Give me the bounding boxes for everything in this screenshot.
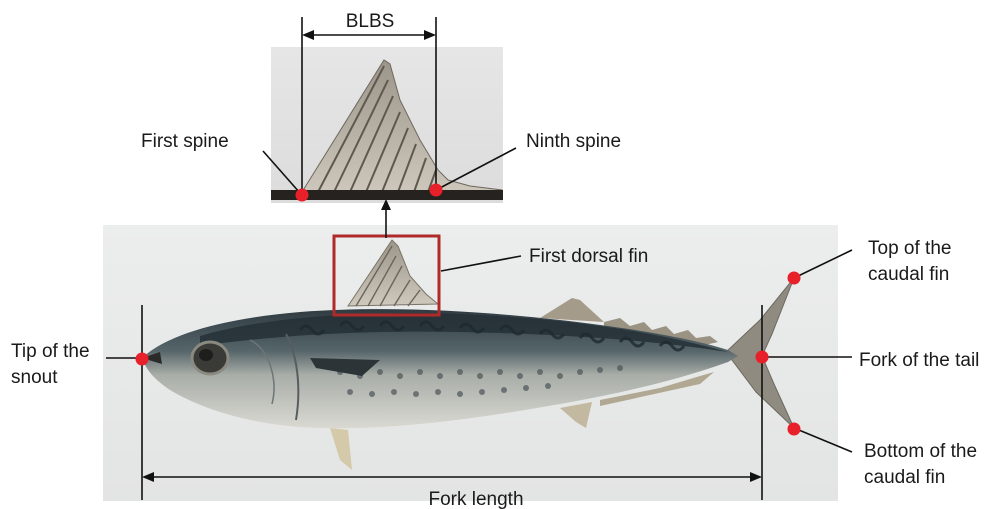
- snout-point: [136, 353, 149, 366]
- caudal-top-point: [788, 272, 801, 285]
- first-dorsal-fin-label: First dorsal fin: [529, 246, 648, 267]
- blbs-label: BLBS: [346, 11, 395, 32]
- fork-tail-label: Fork of the tail: [859, 350, 979, 371]
- ninth-spine-point: [430, 184, 443, 197]
- ninth-spine-label: Ninth spine: [526, 131, 621, 152]
- caudal-bottom-point: [788, 423, 801, 436]
- top-caudal-label-line1: Top of the: [868, 238, 951, 259]
- first-spine-point: [296, 189, 309, 202]
- tip-snout-label-line1: Tip of the: [11, 341, 90, 362]
- bottom-caudal-label-line1: Bottom of the: [864, 441, 977, 462]
- dorsal-fin-inset: [271, 47, 503, 203]
- tip-snout-label-line2: snout: [11, 367, 58, 388]
- first-spine-label: First spine: [141, 131, 229, 152]
- tail-fork-point: [756, 351, 769, 364]
- fork-length-label: Fork length: [428, 489, 523, 509]
- fish-photo: [103, 225, 838, 501]
- bottom-caudal-label-line2: caudal fin: [864, 467, 945, 488]
- top-caudal-label-line2: caudal fin: [868, 264, 949, 285]
